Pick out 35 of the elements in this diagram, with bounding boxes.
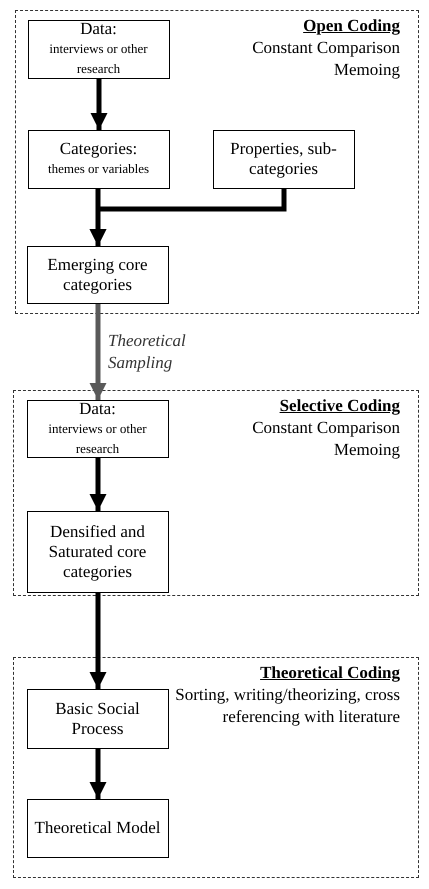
box-subtext: interviews or other research — [47, 420, 148, 458]
box-text: Densified and Saturated core categories — [48, 522, 148, 582]
stage-heading: Open Coding — [302, 15, 400, 37]
stage-note: Memoing — [332, 439, 400, 461]
process-box — [26, 688, 168, 748]
box-text: Theoretical Model — [33, 818, 162, 838]
stage-heading: Theoretical Coding — [259, 662, 400, 684]
box-text: Properties, sub-categories — [229, 139, 338, 179]
box-text: Data: — [78, 398, 117, 418]
stage-note: Constant Comparison — [251, 37, 400, 59]
arrow — [90, 593, 106, 689]
box-text: Emerging core categories — [46, 254, 149, 294]
arrow — [90, 458, 106, 511]
arrow — [90, 749, 106, 799]
process-box — [26, 400, 168, 458]
stage-note: Sorting, writing/theorizing, cross referencing with literature — [174, 684, 400, 728]
arrow — [90, 304, 106, 400]
stage-panel — [13, 390, 419, 596]
process-box — [26, 798, 168, 858]
process-box — [28, 20, 170, 78]
stage-panel — [13, 657, 419, 878]
process-box — [26, 246, 168, 304]
stage-note: Constant Comparison — [251, 417, 400, 439]
process-box — [28, 130, 170, 188]
box-subtext: themes or variables — [46, 160, 150, 178]
box-text: Categories: — [58, 139, 138, 159]
stage-heading: Selective Coding — [278, 395, 400, 417]
arrow — [90, 79, 108, 130]
process-box — [212, 130, 354, 188]
stage-panel — [15, 10, 419, 314]
box-text: Data: — [79, 19, 118, 39]
stage-note: Memoing — [332, 59, 400, 81]
box-subtext: interviews or other research — [48, 40, 149, 78]
box-text: Basic Social Process — [54, 698, 141, 738]
process-box — [26, 510, 168, 592]
